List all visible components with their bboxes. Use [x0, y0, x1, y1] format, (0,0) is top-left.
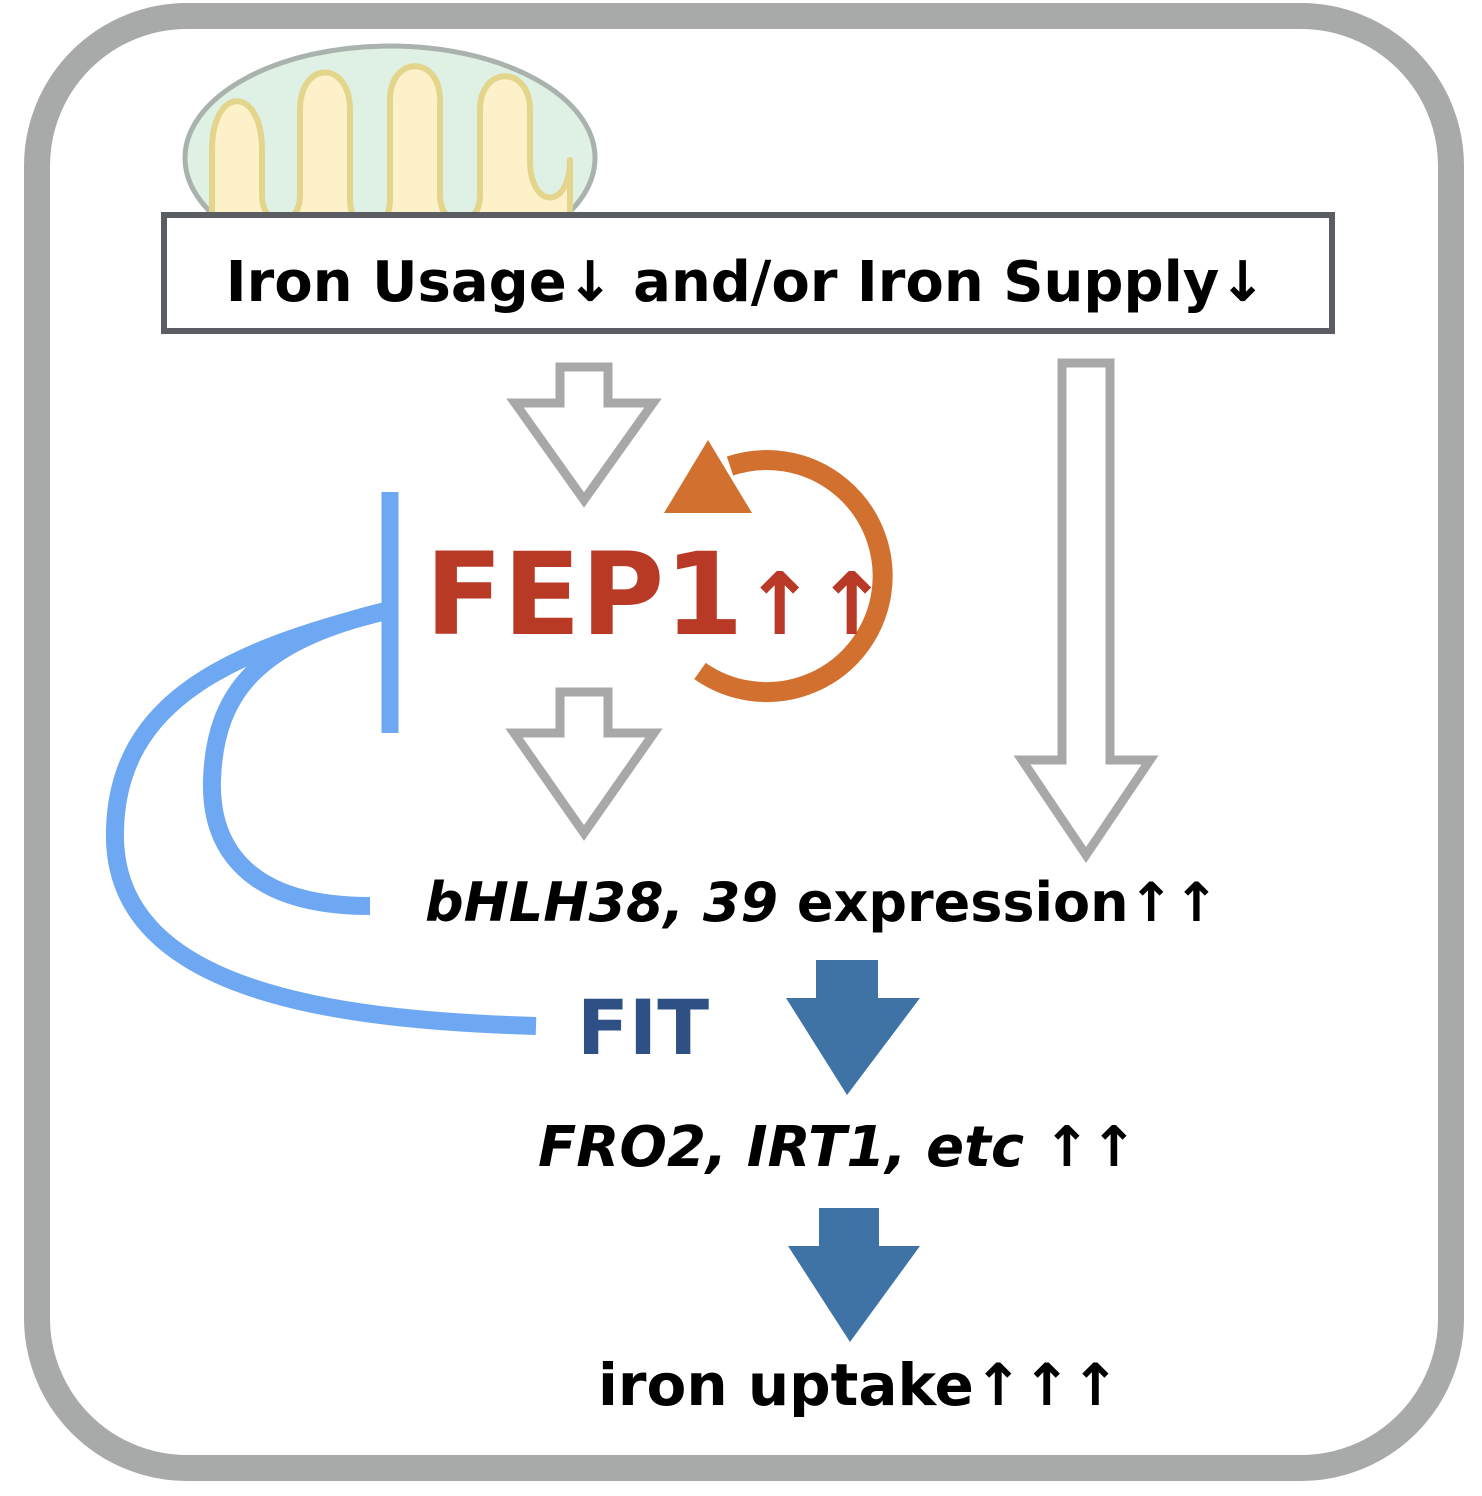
repression-curve-fit [105, 601, 537, 1035]
hollow-down-arrow-icon [506, 362, 662, 508]
long-hollow-down-arrow-icon [1013, 358, 1159, 864]
fep1-arrows: ↑↑ [744, 555, 888, 655]
bhlh-expression-label: bHLH38, 39 expression↑↑ [425, 871, 1219, 934]
fep1-name: FEP1 [425, 528, 744, 661]
bhlh-genes: bHLH38, 39 [425, 871, 778, 934]
uptake-label: iron uptake↑↑↑ [598, 1351, 1120, 1419]
circular-arrow-icon [694, 450, 893, 703]
solid-down-arrow-icon [788, 1208, 920, 1342]
mitochondrion-icon [182, 43, 598, 212]
bhlh-suffix: expression↑↑ [778, 871, 1219, 934]
targets-arrows: ↑↑ [1024, 1115, 1137, 1180]
fep1-label: FEP1↑↑ [425, 528, 888, 661]
targets-label: FRO2, IRT1, etc ↑↑ [538, 1115, 1137, 1180]
loop-arrowhead-icon [664, 440, 752, 513]
fit-label: FIT [577, 983, 709, 1072]
solid-down-arrow-icon [786, 960, 920, 1095]
header-text: Iron Usage↓ and/or Iron Supply↓ [226, 250, 1266, 315]
header-box [161, 212, 1335, 334]
hollow-down-arrow-icon [505, 687, 663, 841]
targets-genes: FRO2, IRT1, etc [538, 1115, 1024, 1180]
